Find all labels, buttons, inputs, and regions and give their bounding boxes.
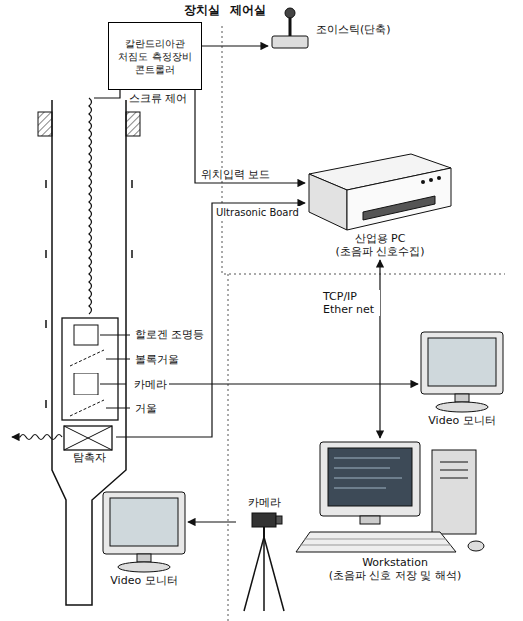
- room-label: 제어실: [229, 4, 267, 17]
- connector: [188, 521, 236, 522]
- workstation: Workstation(초음파 신호 저장 및 해석): [290, 438, 500, 582]
- probe-housing: [62, 318, 118, 420]
- joystick-icon: [268, 6, 312, 52]
- part-label: 스크류 제어: [128, 92, 189, 105]
- part-label: 할로겐 조명등: [134, 328, 206, 341]
- node-label: Workstation: [362, 556, 428, 569]
- probe-icon: [62, 425, 116, 451]
- tripod-camera-icon: [238, 509, 290, 613]
- connector: [202, 45, 268, 46]
- probe-camera: 카메라: [72, 373, 167, 395]
- connector: [379, 260, 380, 438]
- room-divider: [222, 26, 505, 274]
- convex-mirror: [70, 350, 104, 366]
- workstation-icon: [290, 438, 500, 556]
- industrial-pc: 산업용 PC(초음파 신호수집): [305, 148, 455, 258]
- mirror: [70, 400, 104, 416]
- connector-label: TCP/IP Ether net: [322, 290, 380, 316]
- leader-line: [100, 335, 130, 408]
- part-label: 볼록거울: [134, 353, 180, 366]
- connector: [116, 203, 305, 437]
- camera-icon: [72, 373, 130, 395]
- node-label: Video 모니터: [428, 414, 495, 427]
- screw-control-wire: [94, 90, 120, 98]
- connector: [195, 90, 305, 183]
- connector-label: 위치입력 보드: [200, 168, 272, 181]
- room-label: 장치실: [183, 4, 221, 17]
- video-monitor: Video 모니터: [100, 490, 188, 587]
- halogen-lamp: [74, 325, 98, 345]
- node-label: Video 모니터: [110, 574, 177, 587]
- node-label: 조이스틱(단축): [316, 23, 391, 36]
- tripod-camera: 카메라: [236, 496, 292, 613]
- wall-marks: [46, 180, 132, 408]
- joystick: 조이스틱(단축): [268, 6, 391, 52]
- video-monitor: Video 모니터: [418, 330, 506, 427]
- node-label: 탐촉자: [73, 451, 106, 464]
- pc-icon: [307, 148, 453, 232]
- room-divider: [228, 274, 229, 621]
- node-label: 칼란드리아관 처짐도 측정장비 콘트롤러: [112, 37, 198, 76]
- monitor-icon: [101, 490, 187, 574]
- node-label: 카메라: [134, 378, 167, 391]
- tube-support: [126, 112, 140, 136]
- node-label: 산업용 PC: [355, 232, 406, 245]
- ultrasonic-probe: 탐촉자: [62, 425, 116, 464]
- node-label: 카메라: [248, 496, 281, 509]
- part-label: 거울: [134, 402, 158, 415]
- node-sublabel: (초음파 신호 저장 및 해석): [329, 569, 462, 582]
- ultrasonic-wave: [12, 435, 62, 440]
- connector-label: Ultrasonic Board: [215, 206, 300, 219]
- tube-support: [38, 112, 52, 136]
- controller-box: 칼란드리아관 처짐도 측정장비 콘트롤러: [108, 22, 202, 90]
- connector: [169, 383, 418, 384]
- monitor-icon: [419, 330, 505, 414]
- screw-thread: [89, 98, 92, 314]
- node-sublabel: (초음파 신호수집): [335, 245, 424, 258]
